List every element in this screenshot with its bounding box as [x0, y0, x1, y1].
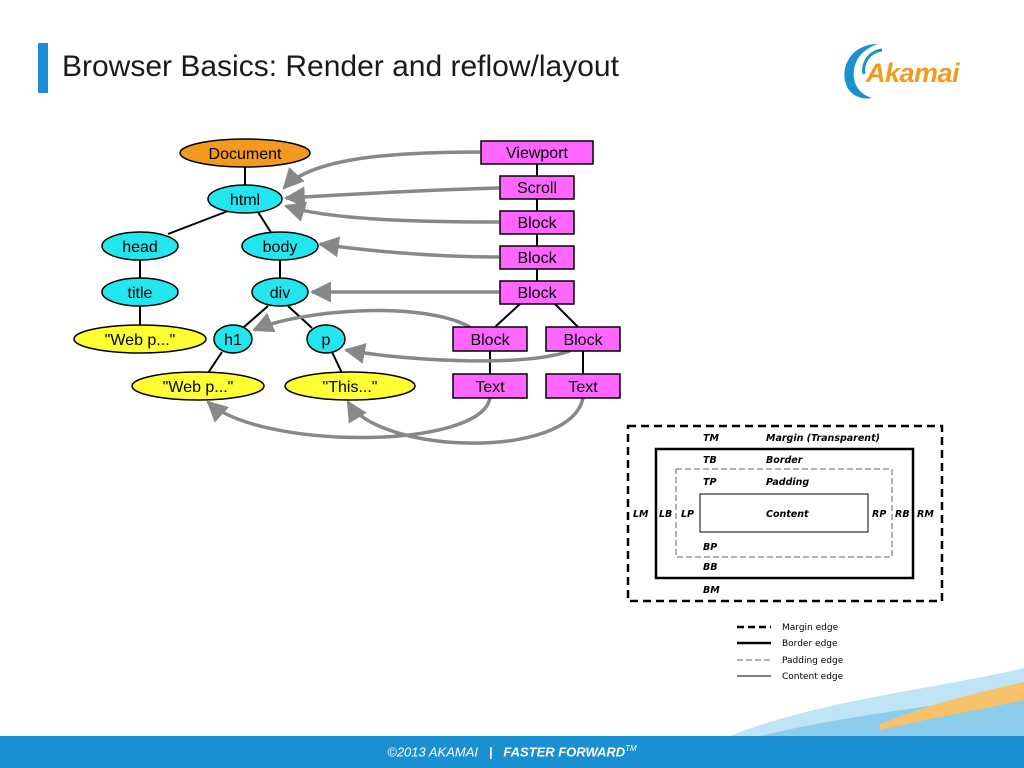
dom-node-p-label: p — [322, 332, 331, 349]
box-label-rb: RB — [895, 509, 910, 520]
render-diagram: Document html head body title div "Web p… — [73, 138, 1024, 736]
dom-node-title-text-label: "Web p..." — [105, 332, 176, 349]
footer-separator: | — [488, 744, 493, 760]
box-label-bb: BB — [703, 562, 717, 573]
dom-tree-edges — [139, 166, 343, 374]
box-label-padding: Padding — [766, 477, 809, 488]
dom-node-head: head — [101, 231, 179, 261]
arrow-viewport-html — [282, 150, 481, 190]
dom-node-h1-text: "Web p..." — [131, 371, 265, 401]
decorative-swoosh — [730, 668, 1024, 736]
render-node-text-2: Text — [545, 373, 621, 399]
dom-node-h1-text-label: "Web p..." — [163, 379, 234, 396]
box-label-content: Content — [766, 509, 809, 520]
box-label-tb: TB — [703, 455, 717, 466]
dom-node-p-text: "This..." — [284, 371, 416, 401]
legend-content-edge: Content edge — [782, 672, 844, 682]
render-node-viewport-label: Viewport — [506, 145, 569, 162]
dom-node-div: div — [251, 277, 309, 307]
render-node-viewport: Viewport — [480, 140, 594, 165]
box-label-bm: BM — [703, 585, 720, 596]
arrow-block-h1 — [252, 308, 471, 333]
dom-node-title-label: title — [128, 285, 153, 302]
box-model-diagram: TM Margin (Transparent) TB Border TP Pad… — [626, 424, 944, 603]
box-margin-edge — [626, 424, 944, 603]
akamai-logo-text: Akamai — [866, 58, 960, 88]
render-node-text-1: Text — [452, 373, 528, 399]
box-label-lp: LP — [681, 509, 694, 520]
box-label-rm: RM — [917, 509, 934, 520]
render-node-block-3-label: Block — [517, 285, 557, 302]
render-node-text-1-label: Text — [475, 379, 505, 396]
box-label-lb: LB — [659, 509, 672, 520]
footer-bar — [0, 736, 1024, 768]
box-label-lm: LM — [633, 509, 649, 520]
arrow-scroll-html — [283, 186, 500, 208]
dom-node-html-label: html — [230, 192, 260, 209]
render-node-block-4-label: Block — [470, 332, 510, 349]
render-node-scroll-label: Scroll — [517, 180, 557, 197]
render-node-block-4: Block — [452, 326, 528, 352]
box-label-rp: RP — [872, 509, 886, 520]
dom-node-body: body — [241, 231, 319, 261]
render-node-text-2-label: Text — [568, 379, 598, 396]
footer-tagline: FASTER FORWARD — [503, 744, 626, 760]
dom-node-p-text-label: "This..." — [323, 379, 378, 396]
legend-margin-edge: Margin edge — [782, 623, 839, 633]
legend-border-edge: Border edge — [782, 639, 838, 649]
render-node-block-2-label: Block — [517, 250, 557, 267]
arrow-block-body — [317, 236, 500, 259]
box-padding-edge — [675, 468, 893, 558]
render-node-block-5-label: Block — [563, 332, 603, 349]
dom-node-div-label: div — [270, 285, 290, 302]
dom-node-document: Document — [179, 138, 311, 168]
arrow-text-h1text — [206, 397, 492, 440]
box-label-border: Border — [766, 455, 804, 466]
render-node-block-2: Block — [499, 245, 575, 270]
dom-node-title: title — [101, 277, 179, 307]
footer-trademark: TM — [625, 744, 637, 753]
footer-copyright: ©2013 AKAMAI — [387, 744, 479, 760]
render-node-block-1: Block — [499, 210, 575, 235]
legend-padding-edge: Padding edge — [782, 656, 844, 666]
box-label-margin: Margin (Transparent) — [766, 433, 880, 444]
box-label-tp: TP — [703, 477, 716, 488]
akamai-logo: Akamai — [838, 36, 983, 102]
box-label-tm: TM — [703, 433, 719, 444]
render-node-block-1-label: Block — [517, 215, 557, 232]
render-node-block-5: Block — [545, 326, 621, 352]
box-label-bp: BP — [703, 542, 717, 553]
dom-node-document-label: Document — [209, 146, 282, 163]
dom-node-title-text: "Web p..." — [73, 324, 207, 354]
dom-node-html: html — [207, 184, 283, 214]
edge-legend: Margin edge Border edge Padding edge Con… — [737, 623, 844, 682]
box-content-edge — [699, 493, 869, 533]
akamai-logo-arc — [844, 44, 883, 99]
dom-node-body-label: body — [263, 239, 298, 256]
arrow-text-ptext — [346, 397, 585, 445]
footer-text: ©2013 AKAMAI | FASTER FORWARDTM — [0, 744, 1024, 759]
dom-node-p: p — [306, 324, 346, 354]
title-accent-bar — [38, 43, 48, 93]
dom-node-h1-label: h1 — [224, 332, 242, 349]
dom-node-head-label: head — [122, 239, 158, 256]
box-border-edge — [654, 447, 915, 580]
render-node-scroll: Scroll — [499, 175, 575, 200]
dom-node-h1: h1 — [213, 324, 253, 354]
arrow-block-html — [283, 201, 500, 224]
arrow-block-p — [343, 343, 571, 364]
render-node-block-3: Block — [499, 280, 575, 305]
slide-title: Browser Basics: Render and reflow/layout — [62, 50, 619, 83]
mapping-arrows — [206, 150, 585, 445]
